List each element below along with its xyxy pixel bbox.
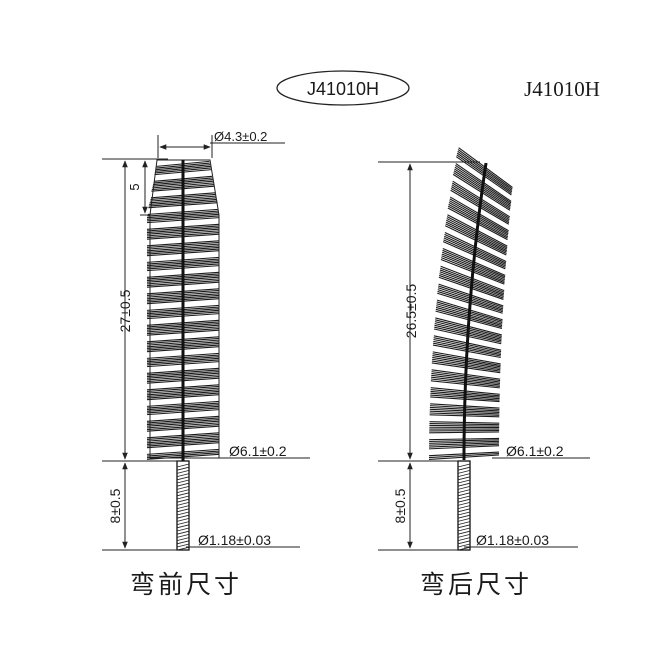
bristle-diameter-after: Ø6.1±0.2: [506, 443, 564, 459]
tip-diameter-before: Ø4.3±0.2: [214, 129, 267, 144]
tip-length-before: 5: [127, 183, 142, 190]
brush-before-bend: [146, 159, 220, 551]
dimensions-before: [102, 135, 310, 551]
caption-before: 弯前尺寸: [130, 571, 242, 599]
twisted-core-after: [462, 162, 488, 460]
bristle-diameter-before: Ø6.1±0.2: [229, 443, 287, 459]
bristle-length-before: 27±0.5: [117, 289, 133, 332]
wire-shank-before: [176, 460, 190, 551]
model-badge-outline: [276, 70, 410, 106]
dimensions-after: [378, 161, 590, 551]
wire-diameter-before: Ø1.18±0.03: [198, 532, 271, 548]
handle-length-after: 8±0.5: [392, 488, 408, 523]
brush-after-bend: [428, 147, 513, 551]
caption-after: 弯后尺寸: [420, 571, 532, 599]
wire-shank-after: [457, 460, 471, 551]
handle-length-before: 8±0.5: [107, 488, 123, 523]
model-badge-label: J41010H: [307, 79, 379, 99]
wire-diameter-after: Ø1.18±0.03: [476, 532, 549, 548]
bristle-length-after: 26.5±0.5: [403, 284, 419, 339]
model-code-label: J41010H: [524, 77, 600, 101]
